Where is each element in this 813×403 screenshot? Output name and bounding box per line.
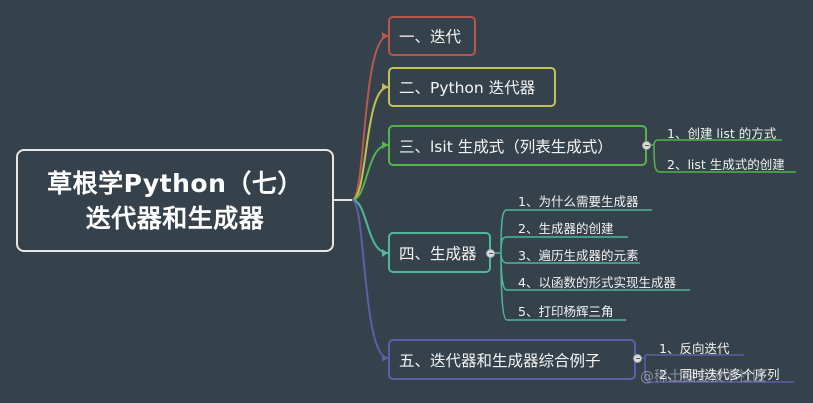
branch-3-node[interactable]: 三、lsit 生成式（列表生成式）	[388, 125, 647, 166]
central-topic-line-1: 草根学Python（七）	[47, 168, 303, 198]
branch-4-child-connectors	[494, 209, 508, 321]
branch-4-subtopic-3[interactable]: 3、遍历生成器的元素	[518, 248, 639, 263]
branch-5-connector	[351, 199, 389, 359]
branch-2-arrow	[382, 83, 388, 91]
branch-5-label: 五、迭代器和生成器综合例子	[399, 351, 601, 370]
branch-2-connector	[351, 86, 389, 201]
branch-3-child-connectors	[650, 139, 661, 173]
branch-5-subtopic-1[interactable]: 1、反向迭代	[659, 341, 730, 356]
branch-4-label: 四、生成器	[399, 244, 477, 263]
branch-1-node[interactable]: 一、迭代	[388, 16, 476, 56]
branch-4-subtopic-4[interactable]: 4、以函数的形式实现生成器	[518, 275, 676, 290]
branch-3-arrow	[382, 141, 388, 149]
branch-4-subtopic-2[interactable]: 2、生成器的创建	[518, 221, 614, 236]
branch-5-subtopic-2[interactable]: 2、同时迭代多个序列	[659, 367, 780, 382]
branch-1-connector	[351, 35, 389, 201]
watermark: @稀土掘金技术社区	[640, 369, 766, 385]
branch-3-label: 三、lsit 生成式（列表生成式）	[399, 137, 613, 156]
central-topic-line-2: 迭代器和生成器	[85, 203, 265, 233]
branch-5-collapse-icon[interactable]	[633, 354, 642, 363]
branch-4-node[interactable]: 四、生成器	[388, 232, 491, 273]
branch-4-subtopic-5[interactable]: 5、打印杨辉三角	[518, 304, 614, 319]
branch-5-node[interactable]: 五、迭代器和生成器综合例子	[388, 339, 636, 380]
branch-1-arrow	[382, 32, 388, 40]
branch-1-label: 一、迭代	[399, 28, 462, 46]
branch-3-subtopic-1[interactable]: 1、创建 list 的方式	[667, 126, 777, 141]
branch-2-label: 二、Python 迭代器	[399, 79, 536, 97]
branch-4-collapse-icon[interactable]	[486, 249, 495, 258]
branch-4-arrow	[382, 249, 388, 257]
branch-2-node[interactable]: 二、Python 迭代器	[388, 67, 556, 107]
branch-5-arrow	[382, 354, 388, 362]
branch-3-collapse-icon[interactable]	[642, 141, 651, 150]
branch-4-subtopic-1[interactable]: 1、为什么需要生成器	[518, 194, 639, 209]
central-topic[interactable]: 草根学Python（七） 迭代器和生成器	[16, 149, 334, 252]
branch-3-subtopic-2[interactable]: 2、list 生成式的创建	[667, 157, 785, 172]
